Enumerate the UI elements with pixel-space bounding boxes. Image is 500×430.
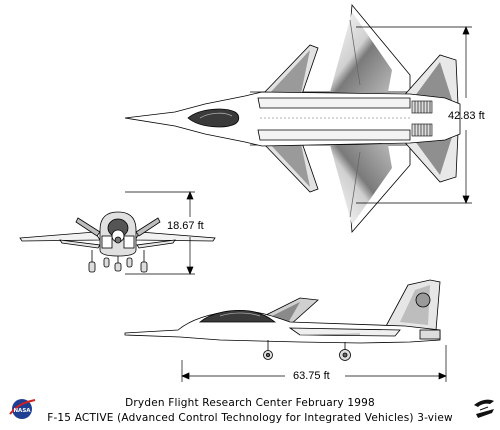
dryden-logo: [474, 399, 494, 418]
top-nozzles: [411, 100, 433, 137]
front-tail-right: [135, 217, 161, 237]
nasa-logo: NASA: [9, 399, 36, 419]
nasa-logo-text: NASA: [13, 408, 31, 414]
span-dimension: [356, 26, 472, 204]
top-view: [124, 3, 461, 233]
side-view: [124, 279, 441, 361]
front-tail-left: [75, 217, 101, 237]
span-label: 42.83 ft: [448, 110, 485, 122]
length-label: 63.75 ft: [293, 370, 330, 382]
height-label: 18.67 ft: [167, 220, 204, 232]
front-wing-right: [134, 231, 216, 242]
side-canopy: [198, 310, 277, 323]
front-landing-gear: [88, 250, 148, 273]
height-dimension: [125, 191, 195, 275]
side-landing-gear: [263, 340, 351, 361]
front-view: [19, 211, 216, 273]
caption-center-date: Dryden Flight Research Center February 1…: [125, 397, 375, 409]
caption-aircraft-title: F-15 ACTIVE (Advanced Control Technology…: [47, 412, 453, 424]
length-dimension: [181, 345, 447, 382]
